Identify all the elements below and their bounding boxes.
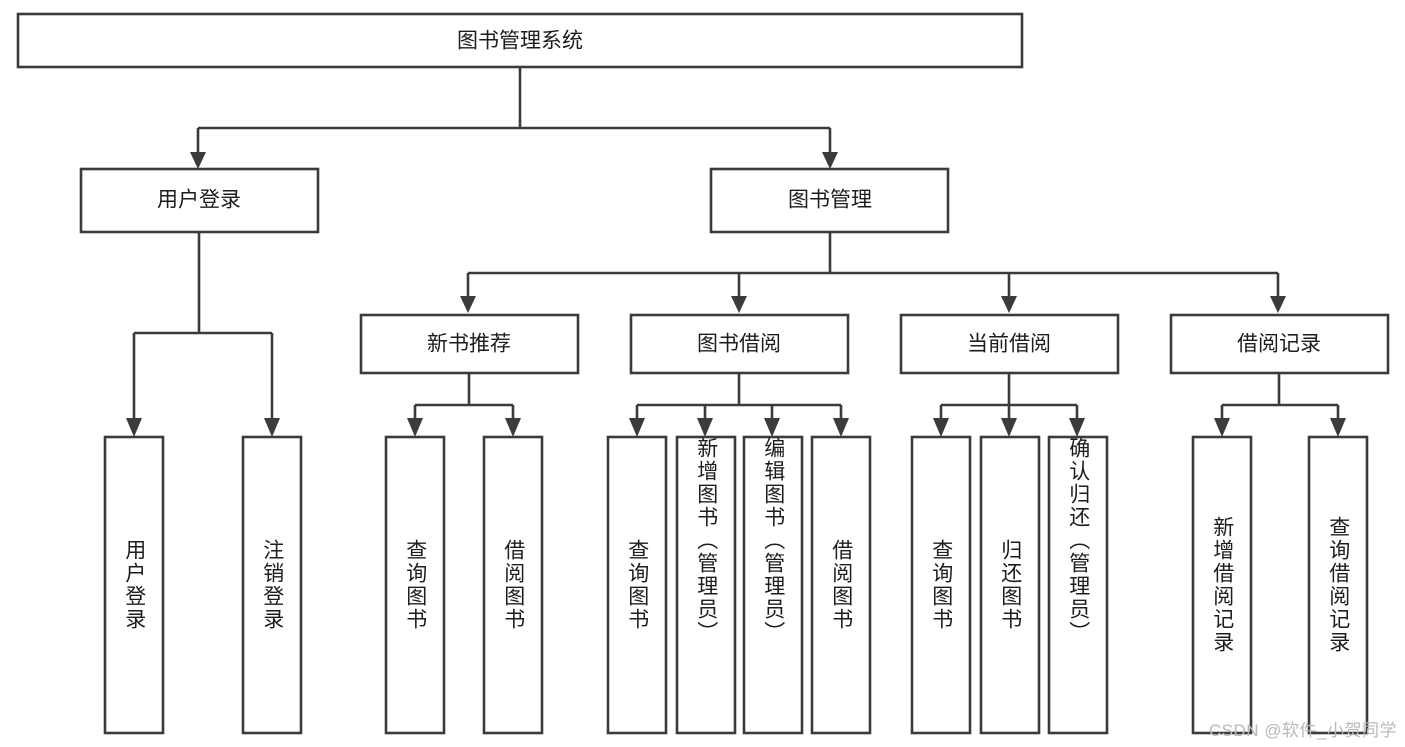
node-new-book-recommend[interactable] — [359, 313, 580, 375]
leaf-current-borrow-1[interactable] — [910, 435, 972, 735]
leaf-user-login-2[interactable] — [241, 435, 303, 735]
node-user-login[interactable] — [79, 167, 320, 234]
node-borrow-record[interactable] — [1169, 313, 1390, 375]
leaf-new-book-1[interactable] — [384, 435, 446, 735]
node-book-management-label: 图书管理 — [788, 189, 872, 212]
leaf-current-borrow-3[interactable] — [1047, 435, 1109, 735]
node-book-borrow-label: 图书借阅 — [697, 333, 781, 356]
leaf-borrow-record-2[interactable] — [1307, 435, 1369, 735]
connector-bookborrow-to-leaves — [629, 373, 849, 437]
connector-userlogin-to-leaves — [126, 232, 280, 437]
leaf-current-borrow-2[interactable] — [979, 435, 1041, 735]
node-current-borrow-label: 当前借阅 — [967, 333, 1051, 356]
node-new-book-recommend-label: 新书推荐 — [427, 333, 511, 356]
connector-root-to-level1 — [190, 67, 838, 169]
node-user-login-label: 用户登录 — [157, 189, 241, 212]
leaf-book-borrow-4[interactable] — [810, 435, 872, 735]
node-root[interactable] — [16, 12, 1024, 69]
connector-borrowrecord-to-leaves — [1214, 373, 1346, 437]
leaf-book-borrow-2[interactable] — [675, 435, 737, 735]
connector-bookmgmt-to-level2 — [460, 232, 1286, 313]
node-current-borrow[interactable] — [899, 313, 1120, 375]
node-book-management[interactable] — [709, 167, 950, 234]
leaf-book-borrow-1[interactable] — [606, 435, 668, 735]
connector-newbook-to-leaves — [407, 373, 521, 437]
leaf-book-borrow-3[interactable] — [742, 435, 804, 735]
connector-currentborrow-to-leaves — [933, 373, 1085, 437]
node-borrow-record-label: 借阅记录 — [1237, 333, 1321, 356]
leaf-borrow-record-1[interactable] — [1191, 435, 1253, 735]
node-book-borrow[interactable] — [629, 313, 850, 375]
node-root-label: 图书管理系统 — [457, 30, 583, 53]
leaf-user-login-1[interactable] — [103, 435, 165, 735]
csdn-watermark: CSDN @软件_小贺同学 — [1208, 721, 1397, 740]
leaf-new-book-2[interactable] — [482, 435, 544, 735]
